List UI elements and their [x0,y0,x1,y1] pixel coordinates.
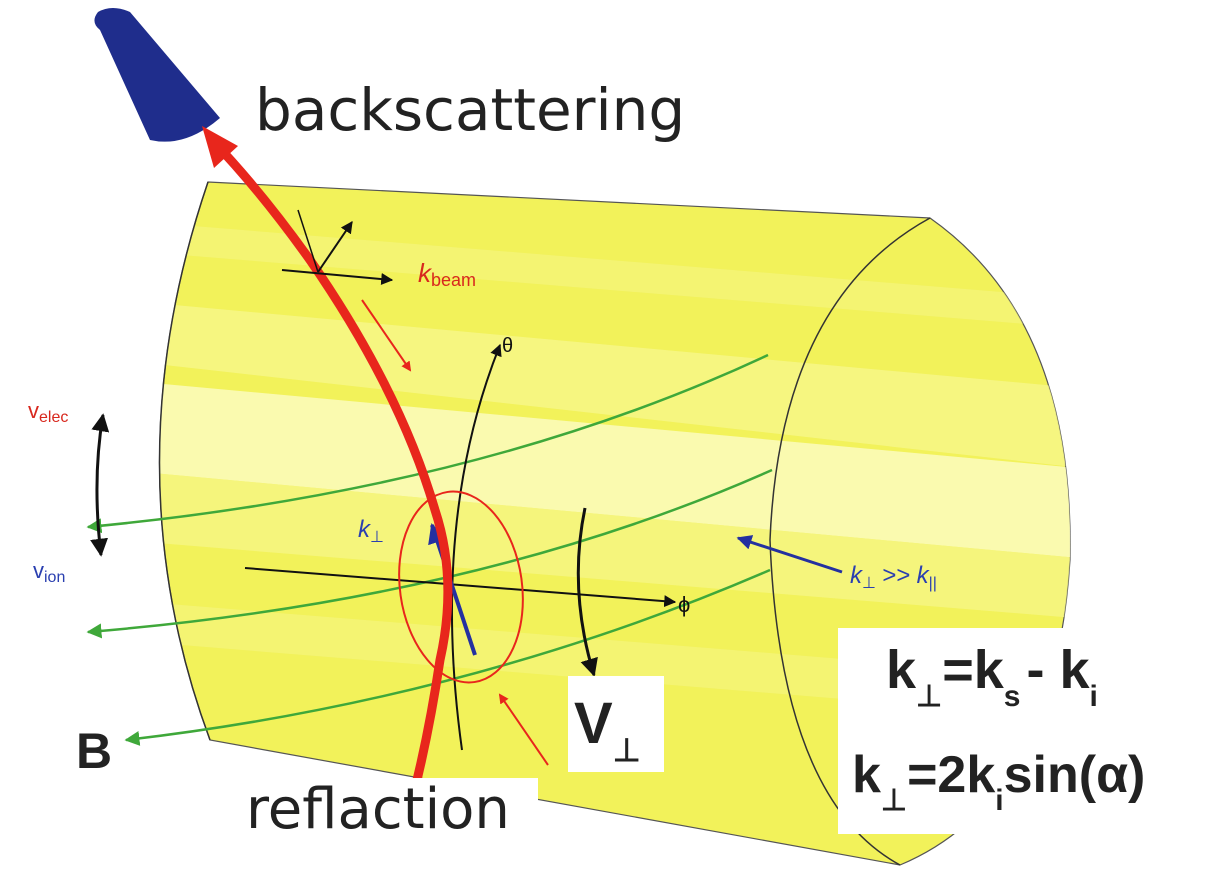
eq1-mid: =k [942,640,1005,700]
v-perp-v: V [574,691,613,756]
eq1-sub: ⊥ [916,680,942,713]
eq2-sub: ⊥ [881,784,907,817]
k-perp-gg-sub: ⊥ [862,575,876,592]
v-perp-box [568,676,664,772]
phi-label: ϕ [678,592,690,617]
backscattering-label: backscattering [255,76,685,144]
v-ion-v: v [33,558,44,583]
v-perp-label: V⊥ [574,691,641,768]
eq2-i: i [995,784,1003,817]
field-line [86,468,773,639]
v-perp-sub: ⊥ [613,732,641,768]
k-perp-k: k [358,516,372,543]
v-elec-label: velec [28,398,68,426]
eq1-s: s [1004,680,1021,713]
v-perp-arrow [576,507,598,677]
k-perp-gg-label: k⊥ >> k|| [850,562,937,592]
eq1-k: k [886,640,917,700]
k-perp-gg-par: || [929,575,937,592]
eq1-minus: - k [1026,640,1090,700]
equation-box [838,628,1200,834]
theta-arc [451,343,502,751]
phi-axis [244,567,677,608]
microwave-beam [207,135,453,813]
theta-label: θ [502,335,513,357]
k-perp-label: k⊥ [358,516,384,546]
v-ion-label: vion [33,558,65,586]
eq1-i: i [1089,680,1097,713]
field-lines [86,353,773,746]
k-beam-triad [281,209,412,372]
equation-1: k⊥=ks- ki [886,640,1098,713]
reflaction-label: reflaction [246,777,510,842]
v-elec-arrow [90,413,110,557]
eq2-mid: =2k [907,746,995,804]
cylinder-end-ellipse [769,217,931,866]
k-perp-sub: ⊥ [370,529,384,546]
b-field-label: B [76,723,112,779]
reflaction-pointer [498,693,549,766]
reflaction-box [238,778,538,848]
v-ion-sub: ion [44,569,65,586]
k-perp-gg-k: k [850,562,864,589]
k-perp-gg-arrow [736,535,843,574]
beam-arrow-up [202,126,238,168]
k-beam-sub: beam [431,270,476,290]
v-elec-v: v [28,398,39,423]
eq2-k: k [852,746,881,804]
eq2-end: sin(α) [1004,746,1146,804]
v-elec-sub: elec [39,409,68,426]
field-line [86,353,769,534]
k-beam-label: kbeam [418,258,476,290]
k-perp-vector [428,523,477,656]
scattering-volume [398,490,524,684]
equation-2: k⊥=2kisin(α) [852,746,1145,817]
field-line [124,568,771,746]
antenna-horn-icon [94,8,220,142]
k-beam-k: k [418,258,433,288]
k-perp-gg-op: >> k [882,562,931,589]
